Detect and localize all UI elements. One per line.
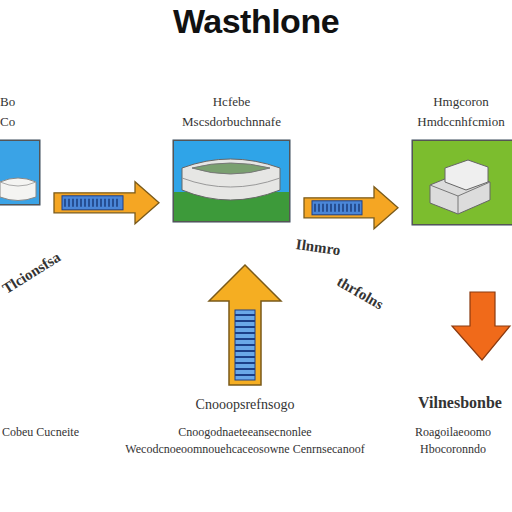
tag-stripe	[322, 204, 323, 212]
arc-text: Tlcionsfsa	[0, 249, 64, 298]
block-edge	[0, 182, 36, 186]
side-body: Roagoilaeoomo Hbocoronndo	[396, 424, 510, 458]
node-title: Bo Co	[0, 92, 24, 132]
tag-stripe	[96, 199, 97, 207]
arena-inner	[192, 163, 270, 174]
arrow-tag	[312, 201, 362, 215]
arrow-body	[304, 187, 398, 229]
tag-stripe	[330, 204, 331, 212]
side-body: Cobeu Cucneite	[2, 424, 82, 441]
node-heading: Bo Co	[0, 92, 40, 132]
tag-stripe	[72, 199, 73, 207]
arrow-body	[54, 182, 159, 224]
arrow-tag	[62, 196, 123, 210]
tag-stripe	[350, 204, 351, 212]
arrow-tag	[235, 310, 255, 380]
image-frame	[173, 140, 290, 222]
side-heading: Vilnesbonbe	[410, 394, 510, 411]
green-panel	[412, 140, 512, 225]
caption-body: Cnoogodnaeteeansecnonlee Wecodcnoeoomnou…	[100, 424, 390, 458]
image-frame	[412, 140, 512, 225]
caption-heading: Cnooopsrefnsogo	[140, 396, 350, 413]
tag-stripe	[338, 204, 339, 212]
tag-stripe	[112, 199, 113, 207]
tag-stripe	[342, 204, 343, 212]
sky-panel	[173, 140, 290, 222]
tag-stripe	[84, 199, 85, 207]
up-arrow	[209, 265, 281, 385]
image-frame	[0, 140, 40, 205]
image-node: Bo Co	[0, 92, 40, 205]
tag-stripe	[318, 204, 319, 212]
tag-stripe	[68, 199, 69, 207]
tag-stripe	[92, 199, 93, 207]
node-heading: HmgcoronHmdccnhfcmion	[410, 92, 512, 132]
tag-stripe	[314, 204, 315, 212]
block-arrow	[54, 182, 159, 224]
tag-stripe	[358, 204, 359, 212]
tag-stripe	[76, 199, 77, 207]
node-title: Hmgcoron	[410, 92, 512, 112]
arc-text: thrfolns	[334, 273, 387, 313]
block-icon	[0, 178, 36, 201]
tag-stripe	[104, 199, 105, 207]
down-arrow	[452, 292, 510, 360]
node-subtitle: Hmdccnhfcmion	[410, 112, 512, 132]
tag-stripe	[334, 204, 335, 212]
tag-stripe	[116, 199, 117, 207]
image-node: HmgcoronHmdccnhfcmion	[410, 92, 512, 225]
tag-stripe	[88, 199, 89, 207]
arena-ring	[182, 178, 280, 187]
image-node: HcfebeMscsdorbuchnnafe	[173, 92, 290, 222]
tag-stripe	[100, 199, 101, 207]
tag-stripe	[326, 204, 327, 212]
node-subtitle: Mscsdorbuchnnafe	[173, 112, 290, 132]
diagram-title: Wasthlone	[0, 2, 512, 41]
tag-stripe	[354, 204, 355, 212]
tag-stripe	[346, 204, 347, 212]
arc-text: Ilnmro	[295, 236, 342, 259]
blue-panel	[0, 140, 40, 205]
tag-stripe	[80, 199, 81, 207]
node-title: Hcfebe	[173, 92, 290, 112]
tag-stripe	[108, 199, 109, 207]
block-arrow	[304, 187, 398, 229]
arena-icon	[182, 159, 280, 200]
node-heading: HcfebeMscsdorbuchnnafe	[173, 92, 290, 132]
stack-edge	[430, 182, 490, 214]
tag-stripe	[64, 199, 65, 207]
